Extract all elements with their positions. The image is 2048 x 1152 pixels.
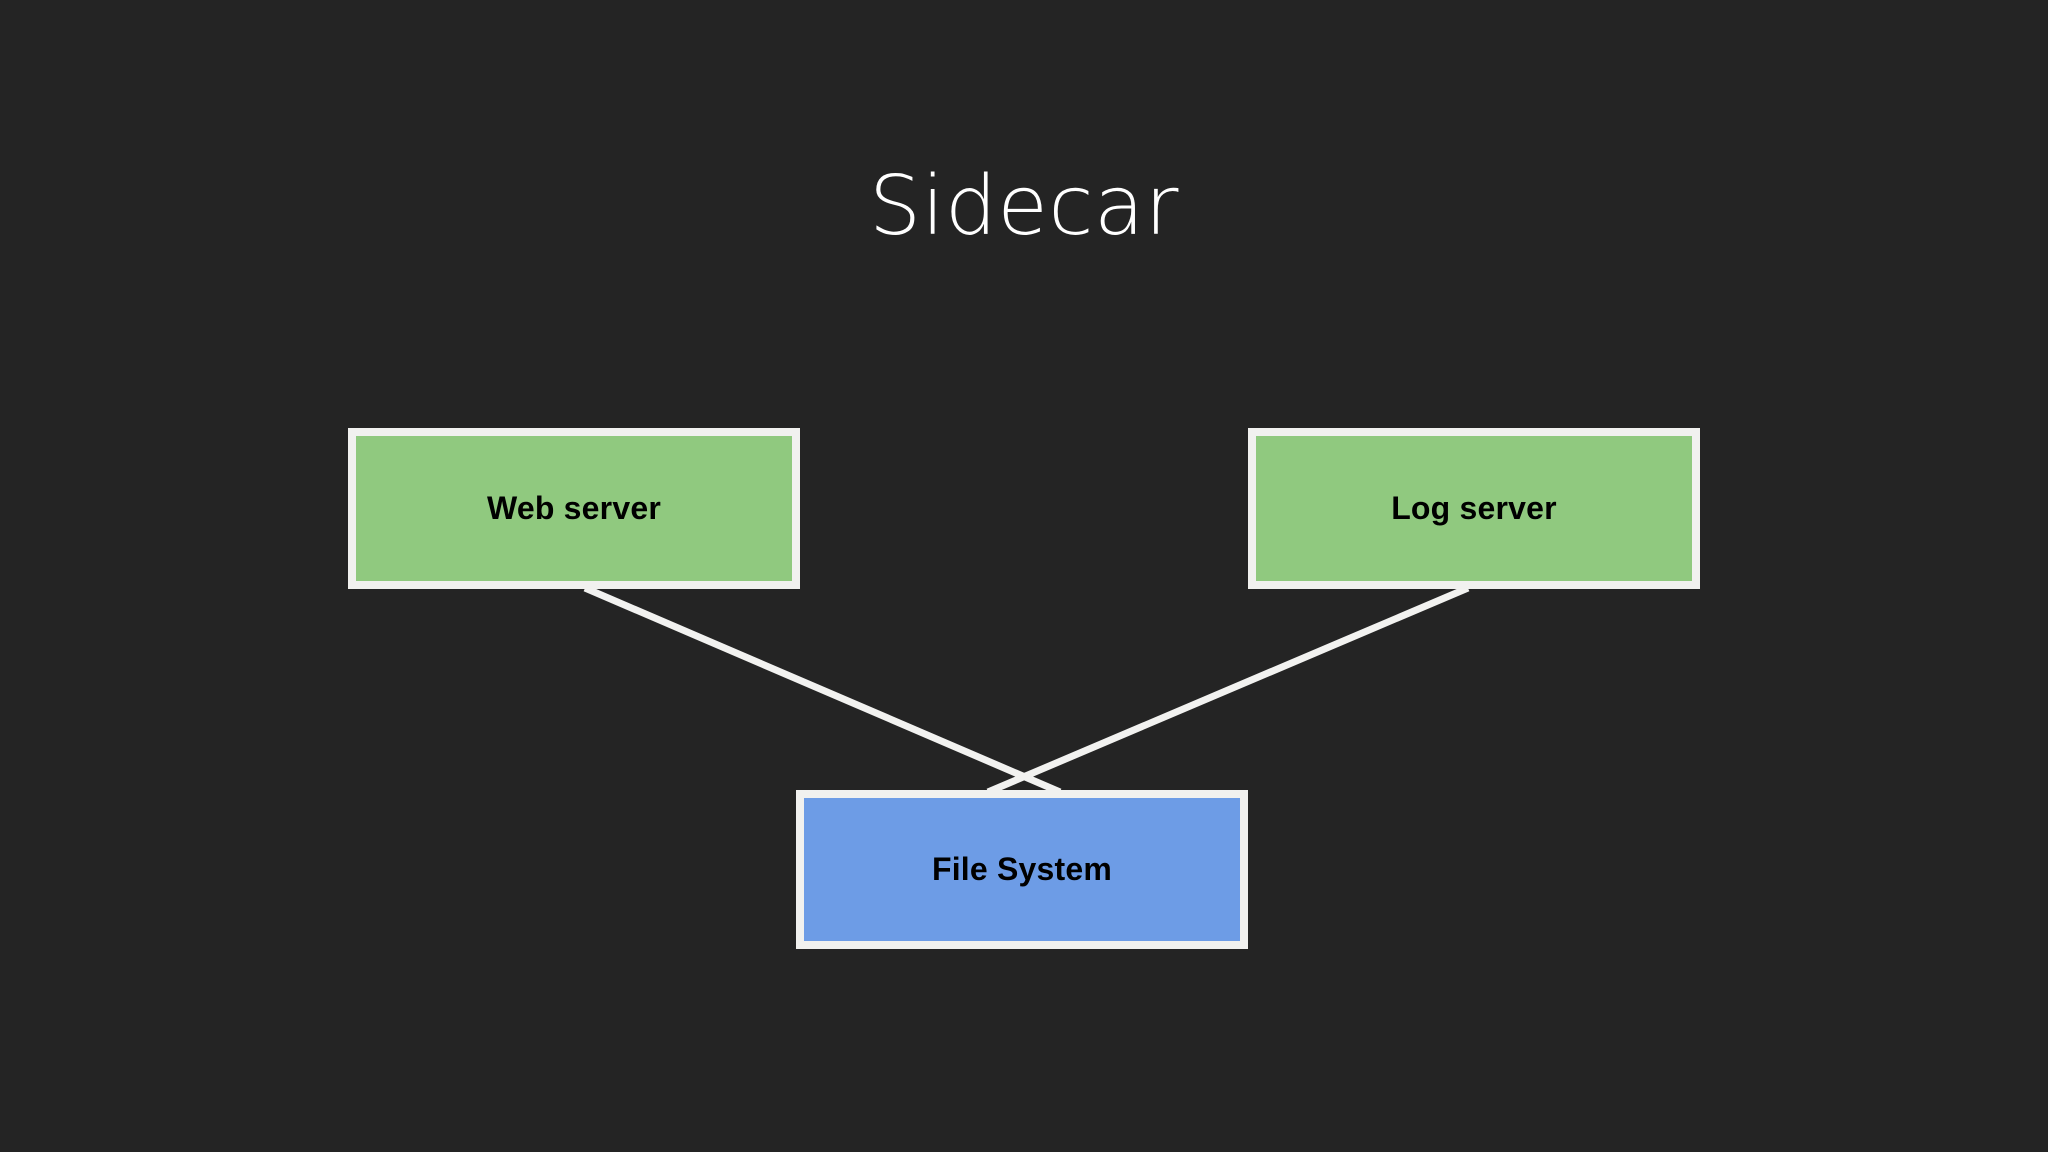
node-web-server-label: Web server — [487, 490, 661, 526]
node-file-system[interactable]: File System — [796, 790, 1248, 949]
node-file-system-label: File System — [931, 851, 1113, 887]
node-log-server[interactable]: Log server — [1248, 428, 1700, 589]
node-web-server[interactable]: Web server — [348, 428, 800, 589]
node-log-server-label: Log server — [1391, 490, 1557, 526]
page-title: Sidecar — [869, 159, 1179, 254]
edge-log-server-to-file-system — [986, 584, 1470, 796]
edge-web-server-to-file-system — [583, 584, 1062, 796]
